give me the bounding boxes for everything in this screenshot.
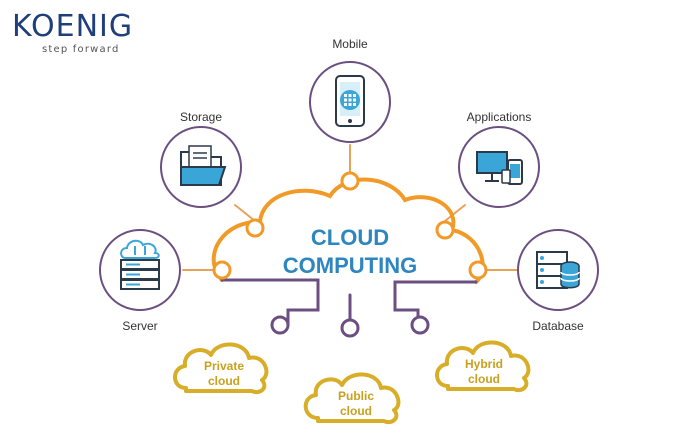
cloud-private-line2: cloud	[208, 374, 240, 388]
brand-logo: KOENIG step forward	[12, 9, 134, 56]
cloud-hybrid-line2: cloud	[468, 372, 500, 386]
node-storage	[160, 126, 242, 208]
cloud-private-line1: Private	[204, 359, 244, 373]
cloud-junction-dots	[270, 315, 430, 338]
node-applications	[458, 126, 540, 208]
devices-icon	[476, 151, 523, 185]
node-label-database: Database	[532, 319, 584, 333]
junction-dots	[212, 171, 488, 280]
node-database	[517, 229, 599, 311]
node-mobile	[309, 61, 391, 143]
connector-applications	[444, 204, 466, 222]
junction-private	[270, 315, 290, 335]
connector-storage	[234, 204, 256, 222]
center-title-line2: COMPUTING	[283, 253, 417, 278]
junction-applications	[435, 220, 455, 240]
cloud-public	[303, 372, 401, 425]
cloud-public-line1: Public	[338, 389, 374, 403]
node-label-server: Server	[122, 319, 157, 333]
connector-hybrid	[393, 280, 478, 327]
junction-database	[468, 260, 488, 280]
cloud-connectors	[220, 278, 478, 327]
brand-name: KOENIG	[12, 9, 134, 44]
cloud-public-line2: cloud	[340, 404, 372, 418]
main-cloud-outline	[211, 177, 485, 284]
junction-storage	[245, 218, 265, 238]
server-icon	[120, 239, 160, 290]
mobile-icon	[335, 75, 365, 127]
node-label-storage: Storage	[180, 110, 222, 124]
database-icon	[536, 251, 580, 289]
junction-mobile	[340, 171, 360, 191]
brand-tagline: step forward	[42, 44, 120, 55]
node-label-applications: Applications	[467, 110, 532, 124]
junction-public	[340, 318, 360, 338]
cloud-private	[173, 342, 269, 395]
cloud-hybrid	[435, 340, 531, 393]
folder-icon	[180, 145, 227, 186]
junction-server	[212, 260, 232, 280]
junction-hybrid	[410, 315, 430, 335]
node-server	[99, 229, 181, 311]
connector-private	[220, 278, 320, 327]
cloud-hybrid-line1: Hybrid	[465, 357, 503, 371]
center-title-line1: CLOUD	[311, 225, 389, 250]
node-label-mobile: Mobile	[332, 37, 368, 51]
